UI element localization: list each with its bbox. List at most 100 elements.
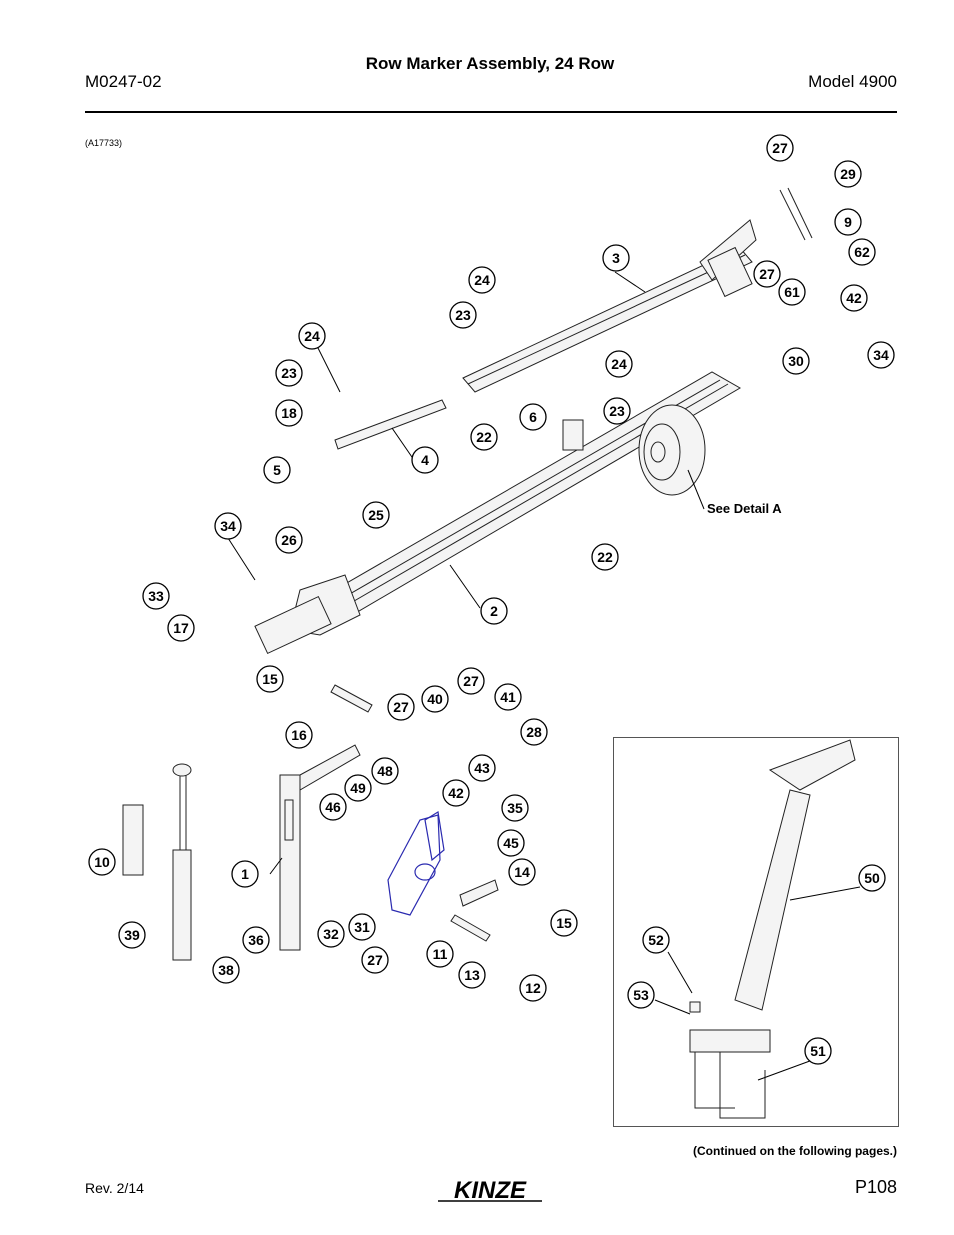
callout-49: 49 xyxy=(344,774,372,802)
svg-text:16: 16 xyxy=(291,727,307,743)
callout-42-a: 42 xyxy=(840,284,868,312)
callout-27-d: 27 xyxy=(457,667,485,695)
svg-text:17: 17 xyxy=(173,620,189,636)
svg-text:1: 1 xyxy=(241,866,249,882)
svg-text:4: 4 xyxy=(421,452,429,468)
svg-text:26: 26 xyxy=(281,532,297,548)
callout-42-b: 42 xyxy=(442,779,470,807)
svg-text:6: 6 xyxy=(529,409,537,425)
svg-text:31: 31 xyxy=(354,919,370,935)
kinze-logo: KINZE xyxy=(438,1177,542,1204)
svg-text:15: 15 xyxy=(262,671,278,687)
callout-17: 17 xyxy=(167,614,195,642)
document-number: M0247-02 xyxy=(85,72,162,91)
svg-text:27: 27 xyxy=(772,140,788,156)
lower-marker-arm xyxy=(254,371,741,655)
svg-text:34: 34 xyxy=(873,347,889,363)
svg-text:46: 46 xyxy=(325,799,341,815)
callout-15-a: 15 xyxy=(256,665,284,693)
callout-43: 43 xyxy=(468,754,496,782)
svg-text:50: 50 xyxy=(864,870,880,886)
callout-34-a: 34 xyxy=(867,341,895,369)
mount-plate xyxy=(387,811,445,916)
tube-part xyxy=(334,399,447,450)
callout-24-b: 24 xyxy=(298,322,326,350)
callout-28: 28 xyxy=(520,718,548,746)
detail-a-label: See Detail A xyxy=(707,501,782,516)
svg-text:32: 32 xyxy=(323,926,339,942)
callout-24-a: 24 xyxy=(468,266,496,294)
svg-text:22: 22 xyxy=(597,549,613,565)
callout-31: 31 xyxy=(348,913,376,941)
svg-text:51: 51 xyxy=(810,1043,826,1059)
callout-18: 18 xyxy=(275,399,303,427)
callout-12: 12 xyxy=(519,974,547,1002)
svg-text:10: 10 xyxy=(94,854,110,870)
callout-2: 2 xyxy=(480,597,508,625)
callout-27-b: 27 xyxy=(753,260,781,288)
callout-1: 1 xyxy=(231,860,259,888)
header-rule xyxy=(85,111,897,113)
upright-bracket xyxy=(279,744,361,951)
svg-text:39: 39 xyxy=(124,927,140,943)
svg-text:25: 25 xyxy=(368,507,384,523)
svg-text:36: 36 xyxy=(248,932,264,948)
detail-a-box xyxy=(613,737,899,1127)
callout-15-b: 15 xyxy=(550,909,578,937)
svg-text:45: 45 xyxy=(503,835,519,851)
callout-27-e: 27 xyxy=(361,946,389,974)
callout-41: 41 xyxy=(494,683,522,711)
figure-id: (A17733) xyxy=(85,138,123,148)
svg-text:40: 40 xyxy=(427,691,443,707)
svg-text:23: 23 xyxy=(609,403,625,419)
svg-text:3: 3 xyxy=(612,250,620,266)
svg-text:23: 23 xyxy=(281,365,297,381)
model-label: Model 4900 xyxy=(808,72,897,91)
callout-3: 3 xyxy=(602,244,630,272)
svg-text:42: 42 xyxy=(448,785,464,801)
svg-text:5: 5 xyxy=(273,462,281,478)
svg-text:53: 53 xyxy=(633,987,649,1003)
callout-23-c: 23 xyxy=(603,397,631,425)
svg-text:13: 13 xyxy=(464,967,480,983)
callout-9: 9 xyxy=(834,208,862,236)
svg-text:48: 48 xyxy=(377,763,393,779)
callout-27-c: 27 xyxy=(387,693,415,721)
svg-text:43: 43 xyxy=(474,760,490,776)
svg-text:2: 2 xyxy=(490,603,498,619)
callout-40: 40 xyxy=(421,685,449,713)
callout-balloons: 27 29 9 62 3 27 61 42 24 23 30 34 24 23 … xyxy=(88,134,895,1065)
callout-25: 25 xyxy=(362,501,390,529)
callout-24-c: 24 xyxy=(605,350,633,378)
svg-text:14: 14 xyxy=(514,864,530,880)
detail-support xyxy=(689,739,856,1119)
svg-text:24: 24 xyxy=(611,356,627,372)
callout-14: 14 xyxy=(508,858,536,886)
callout-33: 33 xyxy=(142,582,170,610)
page-title: Row Marker Assembly, 24 Row xyxy=(365,54,615,73)
callout-5: 5 xyxy=(263,456,291,484)
callout-61: 61 xyxy=(778,278,806,306)
callout-53: 53 xyxy=(627,981,655,1009)
callout-29: 29 xyxy=(834,160,862,188)
svg-text:33: 33 xyxy=(148,588,164,604)
svg-text:15: 15 xyxy=(556,915,572,931)
callout-26: 26 xyxy=(275,526,303,554)
svg-text:27: 27 xyxy=(393,699,409,715)
callout-6: 6 xyxy=(519,403,547,431)
callout-35: 35 xyxy=(501,794,529,822)
continued-note: (Continued on the following pages.) xyxy=(693,1144,897,1158)
svg-text:27: 27 xyxy=(367,952,383,968)
callout-32: 32 xyxy=(317,920,345,948)
svg-text:34: 34 xyxy=(220,518,236,534)
callout-22-a: 22 xyxy=(470,423,498,451)
callout-27-a: 27 xyxy=(766,134,794,162)
page-number: P108 xyxy=(854,1177,897,1197)
callout-36: 36 xyxy=(242,926,270,954)
shaft-part xyxy=(330,684,373,713)
callout-13: 13 xyxy=(458,961,486,989)
svg-text:62: 62 xyxy=(854,244,870,260)
callout-22-b: 22 xyxy=(591,543,619,571)
svg-text:11: 11 xyxy=(433,946,448,962)
